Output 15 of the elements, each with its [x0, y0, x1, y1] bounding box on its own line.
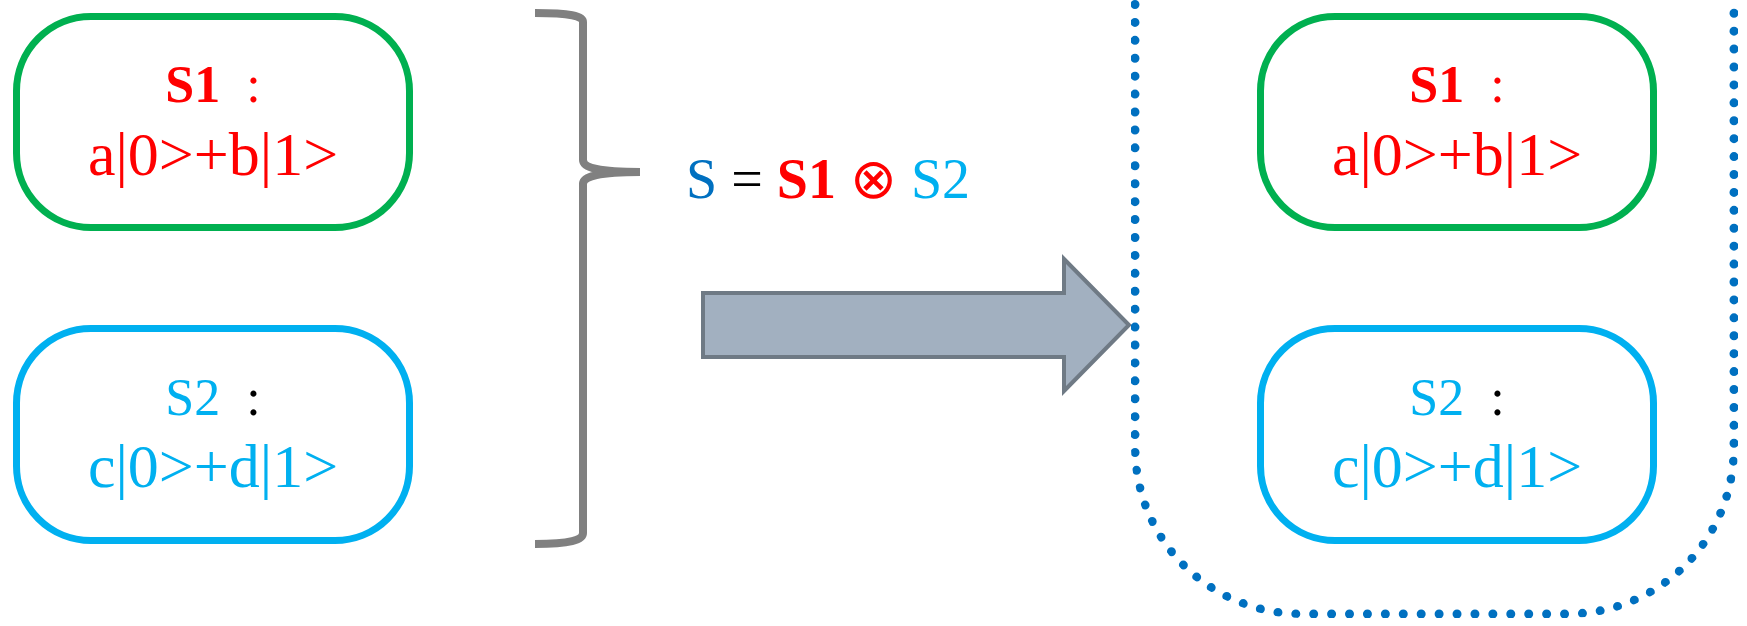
- state-heading: S1 :: [165, 56, 261, 114]
- state-vector: c|0>+d|1>: [87, 432, 339, 501]
- formula: S = S1 ⊗ S2: [686, 147, 971, 211]
- state-box: [1257, 325, 1657, 544]
- state-box: [13, 325, 413, 544]
- state-vector: c|0>+d|1>: [1331, 432, 1583, 501]
- state-heading: S1 :: [1409, 56, 1505, 114]
- container-outline: [1131, 0, 1738, 618]
- state-vector: a|0>+b|1>: [1331, 119, 1583, 188]
- state-box: [1257, 13, 1657, 231]
- state-heading: S2 :: [165, 368, 261, 426]
- state-box: [13, 13, 413, 231]
- block-arrow: [701, 254, 1132, 396]
- state-heading: S2 :: [1409, 368, 1505, 426]
- state-vector: a|0>+b|1>: [87, 119, 339, 188]
